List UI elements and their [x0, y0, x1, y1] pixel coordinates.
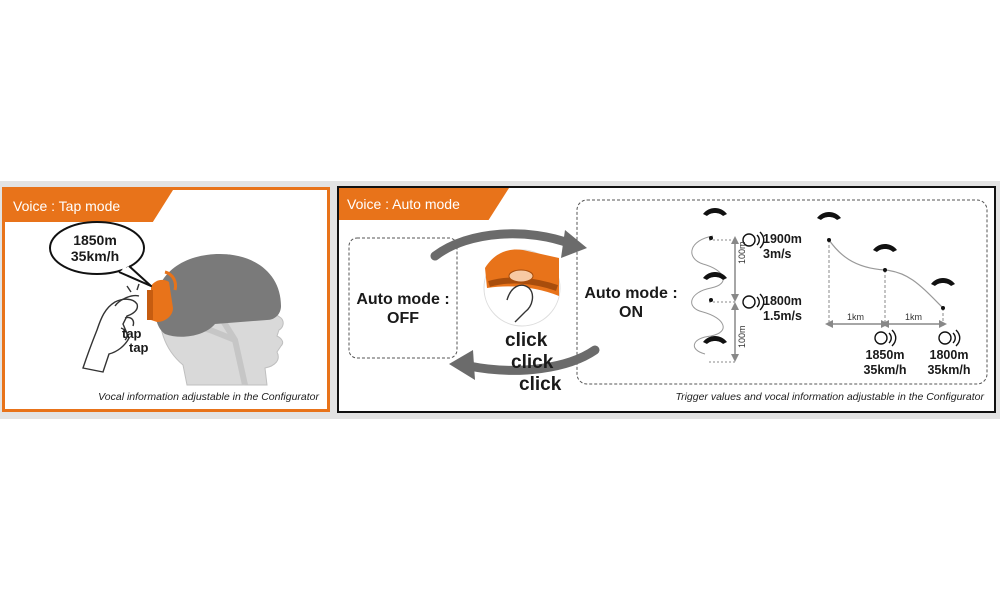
tap-mode-title: Voice : Tap mode — [5, 190, 173, 222]
on-box — [576, 199, 988, 385]
readout-1-altitude: 1850m — [865, 348, 905, 362]
auto-mode-title: Voice : Auto mode — [339, 188, 509, 220]
upper-rate: 3m/s — [763, 247, 792, 261]
lower-altitude: 1800m — [763, 294, 802, 308]
tap-mode-illustration — [49, 221, 284, 386]
readout-1-speed: 35km/h — [863, 363, 907, 377]
helmet-icon — [147, 254, 281, 337]
click-word-2: click — [511, 352, 554, 373]
bubble-altitude: 1850m — [73, 232, 117, 248]
interval-lower-label: 100m — [737, 325, 747, 348]
speaker-icon — [742, 231, 765, 311]
auto-mode-illustration — [348, 199, 988, 385]
tap-marks — [126, 283, 140, 293]
click-word-3: click — [519, 374, 562, 395]
finger-icon — [506, 284, 534, 323]
on-label-line2: ON — [619, 304, 643, 321]
distance-interval-2: 1km — [905, 312, 923, 322]
cycle-arrows — [430, 229, 600, 380]
hand-icon — [82, 294, 140, 373]
off-box — [348, 237, 458, 359]
off-label-line2: OFF — [387, 310, 419, 327]
tap-label-1: tap — [122, 326, 142, 341]
speaker-icon — [874, 329, 961, 347]
bubble-speed: 35km/h — [70, 248, 120, 264]
tap-mode-panel: Voice : Tap mode — [2, 187, 330, 412]
readout-2-altitude: 1800m — [929, 348, 969, 362]
device-closeup — [483, 249, 561, 327]
interval-upper-label: 100m — [737, 241, 747, 264]
auto-mode-panel: Voice : Auto mode — [337, 186, 996, 413]
paraglider-icon — [817, 212, 955, 310]
speech-bubble — [49, 221, 152, 287]
tap-mode-caption: Vocal information adjustable in the Conf… — [98, 391, 319, 403]
distance-interval-1: 1km — [847, 312, 865, 322]
click-word-1: click — [505, 330, 548, 351]
tap-label-2: tap — [129, 340, 149, 355]
vertical-trigger-diagram — [691, 208, 765, 363]
upper-altitude: 1900m — [763, 232, 802, 246]
paraglider-icon — [703, 208, 727, 344]
off-label-line1: Auto mode : — [356, 291, 450, 308]
lower-rate: 1.5m/s — [763, 309, 802, 323]
horizontal-trigger-diagram — [817, 212, 961, 347]
auto-mode-caption: Trigger values and vocal information adj… — [675, 391, 984, 403]
readout-2-speed: 35km/h — [927, 363, 971, 377]
on-label-line1: Auto mode : — [584, 285, 678, 302]
